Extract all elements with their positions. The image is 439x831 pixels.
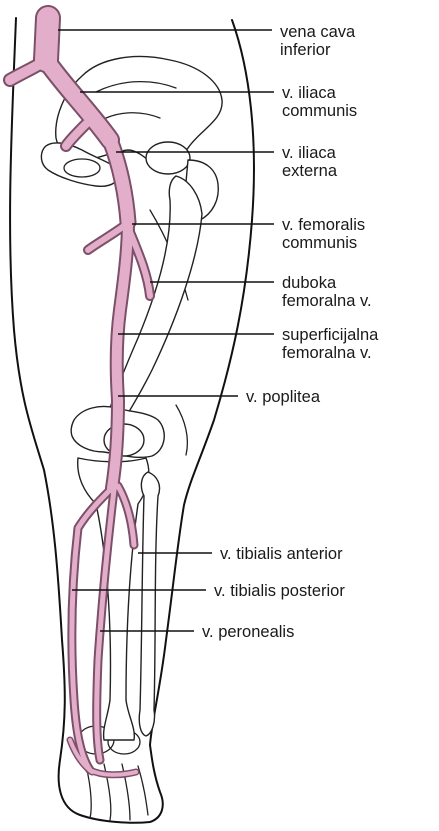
- label-iliaca-externa-line2: externa: [282, 162, 338, 180]
- label-vena-cava-line1: vena cava: [280, 23, 356, 41]
- label-iliaca-communis-line2: communis: [282, 102, 357, 120]
- label-poplitea: v. poplitea: [246, 388, 321, 406]
- label-superficijalna-femoralna-line1: superficijalna: [282, 326, 379, 344]
- label-femoralis-communis-line1: v. femoralis: [282, 216, 365, 234]
- label-iliaca-externa-line1: v. iliaca: [282, 144, 337, 162]
- label-duboka-femoralna-line2: femoralna v.: [282, 292, 372, 310]
- label-iliaca-communis-line1: v. iliaca: [282, 84, 337, 102]
- label-femoralis-communis-line2: communis: [282, 234, 357, 252]
- great-saphenous-stub: [88, 226, 124, 250]
- label-peronealis: v. peronealis: [202, 623, 294, 641]
- label-duboka-femoralna-line1: duboka: [282, 274, 337, 292]
- label-superficijalna-femoralna-line2: femoralna v.: [282, 344, 372, 362]
- label-vena-cava-line2: inferior: [280, 41, 331, 59]
- label-tibialis-posterior: v. tibialis posterior: [214, 582, 345, 600]
- femoral-head: [146, 142, 190, 174]
- labels: vena cava inferior v. iliaca communis v.…: [202, 23, 379, 641]
- label-tibialis-anterior: v. tibialis anterior: [220, 545, 343, 563]
